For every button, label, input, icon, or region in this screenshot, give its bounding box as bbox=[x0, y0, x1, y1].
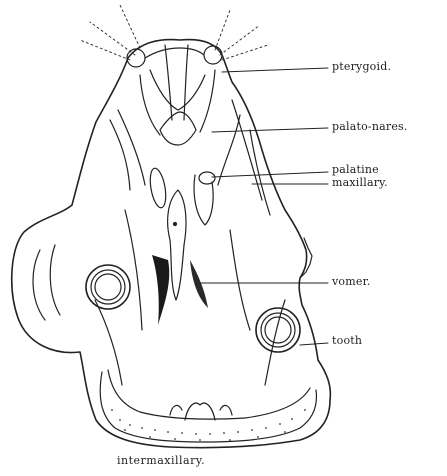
label-tooth: tooth bbox=[332, 334, 362, 347]
label-pterygoid: pterygoid. bbox=[332, 60, 391, 73]
label-palatine: palatine bbox=[332, 163, 379, 176]
intermaxillary-margin bbox=[100, 372, 316, 442]
intermaxillary-inner bbox=[108, 370, 310, 419]
leader-lines bbox=[200, 68, 328, 345]
tooth-left bbox=[86, 265, 130, 309]
skull-outline bbox=[12, 40, 331, 448]
premaxilla-notch bbox=[185, 403, 215, 420]
tooth-right bbox=[256, 308, 300, 352]
pterygoid-left-knob bbox=[127, 49, 145, 67]
label-vomer: vomer. bbox=[332, 275, 371, 288]
palato-nares-opening bbox=[160, 112, 196, 145]
label-palato-nares: palato-nares. bbox=[332, 120, 408, 133]
dotted-projection-lines bbox=[80, 5, 268, 60]
pterygoid-right-knob bbox=[204, 46, 222, 64]
palatine-left-oval bbox=[148, 167, 169, 209]
label-intermaxillary: intermaxillary. bbox=[117, 454, 205, 467]
label-maxillary: maxillary. bbox=[332, 176, 388, 189]
vomer-bone bbox=[168, 190, 186, 300]
central-groove bbox=[152, 255, 169, 325]
